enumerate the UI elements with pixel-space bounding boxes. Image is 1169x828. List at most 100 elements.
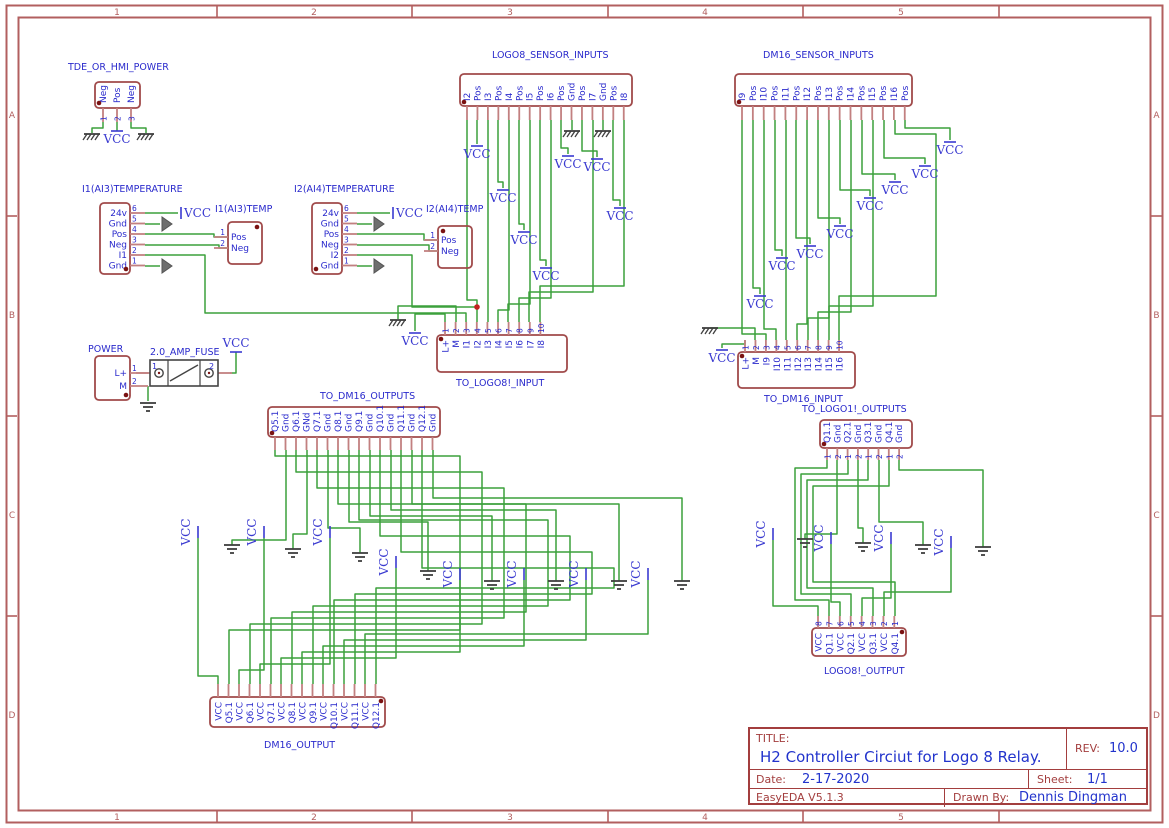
wire[interactable] bbox=[898, 460, 984, 547]
to-dm16-input[interactable]: TO_DM16_INPUTL+1M2I93I104I115I126I137I14… bbox=[737, 340, 856, 405]
ground-symbol[interactable] bbox=[352, 552, 368, 562]
wire[interactable] bbox=[539, 120, 625, 322]
vcc-symbol[interactable]: VCC bbox=[605, 207, 634, 223]
vcc-symbol[interactable]: VCC bbox=[509, 231, 538, 247]
vcc-symbol[interactable]: VCC bbox=[441, 560, 461, 589]
vcc-symbol[interactable]: VCC bbox=[582, 158, 611, 174]
vcc-symbol[interactable]: VCC bbox=[505, 560, 525, 589]
wire[interactable] bbox=[528, 120, 594, 322]
wire[interactable] bbox=[231, 450, 287, 545]
wire[interactable] bbox=[230, 352, 237, 374]
power-body[interactable] bbox=[94, 355, 131, 401]
ground-symbol[interactable] bbox=[562, 130, 580, 138]
ground-symbol[interactable] bbox=[855, 542, 871, 552]
ground-symbol[interactable] bbox=[700, 327, 718, 335]
wire[interactable] bbox=[883, 120, 926, 164]
wire[interactable] bbox=[539, 120, 547, 266]
wire[interactable] bbox=[369, 450, 493, 581]
wire[interactable] bbox=[397, 305, 457, 322]
vcc-symbol[interactable]: VCC bbox=[245, 518, 265, 547]
wire[interactable] bbox=[774, 120, 783, 256]
wire[interactable] bbox=[752, 120, 761, 294]
wire[interactable] bbox=[270, 450, 505, 684]
i2-ai4-temperature[interactable]: I2(AI4)TEMPERATURE24v6Gnd5Pos4Neg3I22Gnd… bbox=[294, 184, 395, 275]
to-dm16-outputs-body[interactable] bbox=[267, 406, 441, 438]
i1-ai3-temperature-body[interactable] bbox=[99, 202, 131, 275]
wire[interactable] bbox=[581, 120, 598, 157]
wire[interactable] bbox=[312, 450, 549, 684]
wire[interactable] bbox=[348, 450, 429, 571]
vcc-symbol[interactable]: VCC bbox=[462, 145, 491, 161]
ground-symbol[interactable] bbox=[548, 580, 564, 590]
ground-symbol[interactable] bbox=[975, 546, 991, 556]
vcc-symbol[interactable]: VCC bbox=[102, 130, 131, 146]
wire[interactable] bbox=[414, 313, 446, 331]
to-logo1-outputs[interactable]: TO_LOGO1!_OUTPUTSQ1.11Gnd2Q2.11Gnd2Q3.11… bbox=[801, 404, 913, 460]
wire[interactable] bbox=[197, 538, 219, 684]
wire[interactable] bbox=[466, 120, 478, 307]
wire[interactable] bbox=[817, 120, 852, 340]
logo8-output[interactable]: LOGO8!_OUTPUTVCC8Q1.17VCC6Q2.15VCC4Q3.13… bbox=[811, 616, 907, 677]
ground-symbol[interactable] bbox=[82, 133, 100, 141]
wire[interactable] bbox=[857, 460, 864, 543]
vcc-symbol[interactable]: VCC bbox=[872, 524, 892, 553]
vcc-symbol[interactable]: VCC bbox=[311, 518, 331, 547]
vcc-symbol[interactable]: VCC bbox=[910, 165, 939, 181]
dm16-sensor-inputs-body[interactable] bbox=[734, 73, 913, 107]
wire[interactable] bbox=[817, 120, 841, 224]
wire[interactable] bbox=[878, 460, 924, 545]
vcc-symbol[interactable]: VCC bbox=[179, 518, 199, 547]
vcc-symbol[interactable]: VCC bbox=[377, 548, 397, 577]
vcc-symbol[interactable]: VCC bbox=[745, 295, 774, 311]
wire[interactable] bbox=[804, 460, 838, 539]
vcc-symbol[interactable]: VCC bbox=[812, 524, 832, 553]
ground-symbol[interactable] bbox=[285, 548, 301, 558]
vcc-symbol[interactable]: VCC bbox=[825, 225, 854, 241]
wire[interactable] bbox=[612, 120, 621, 206]
wire[interactable] bbox=[432, 450, 683, 581]
wire[interactable] bbox=[904, 120, 951, 140]
vcc-symbol[interactable]: VCC bbox=[567, 560, 587, 589]
ground-symbol[interactable] bbox=[140, 402, 156, 412]
wire[interactable] bbox=[795, 120, 811, 244]
wire[interactable] bbox=[861, 120, 896, 180]
vcc-symbol[interactable]: VCC bbox=[221, 336, 250, 353]
ground-symbol[interactable] bbox=[915, 544, 931, 554]
wire[interactable] bbox=[91, 122, 104, 133]
ground-symbol[interactable] bbox=[593, 130, 611, 138]
wire[interactable] bbox=[259, 538, 331, 684]
wire[interactable] bbox=[130, 122, 147, 133]
wire[interactable] bbox=[354, 450, 593, 684]
vcc-symbol[interactable]: VCC bbox=[880, 181, 909, 197]
vcc-symbol[interactable]: VCC bbox=[488, 189, 517, 205]
ground-symbol[interactable] bbox=[674, 580, 690, 590]
wire[interactable] bbox=[249, 450, 483, 684]
to-logo8-input-body[interactable] bbox=[436, 334, 568, 373]
vcc-symbol[interactable]: VCC bbox=[754, 520, 774, 549]
wire[interactable] bbox=[292, 450, 308, 549]
vcc-symbol[interactable]: VCC bbox=[855, 197, 884, 213]
wire[interactable] bbox=[796, 120, 808, 340]
ground-symbol[interactable] bbox=[373, 216, 385, 232]
vcc-symbol[interactable]: VCC bbox=[932, 528, 952, 557]
wire[interactable] bbox=[145, 254, 467, 322]
i1-ai3-temperature[interactable]: I1(AI3)TEMPERATURE24v6Gnd5Pos4Neg3I12Gnd… bbox=[82, 184, 183, 275]
wire[interactable] bbox=[390, 450, 557, 581]
wire[interactable] bbox=[838, 120, 937, 340]
ground-symbol[interactable] bbox=[136, 133, 154, 141]
wire[interactable] bbox=[291, 450, 527, 684]
wire[interactable] bbox=[763, 120, 777, 340]
vcc-symbol[interactable]: VCC bbox=[767, 257, 796, 273]
wire[interactable] bbox=[357, 254, 478, 322]
wire[interactable] bbox=[327, 450, 361, 553]
vcc-symbol[interactable]: VCC bbox=[707, 349, 736, 365]
wire[interactable] bbox=[800, 460, 852, 616]
vcc-symbol[interactable]: VCC bbox=[935, 141, 964, 157]
